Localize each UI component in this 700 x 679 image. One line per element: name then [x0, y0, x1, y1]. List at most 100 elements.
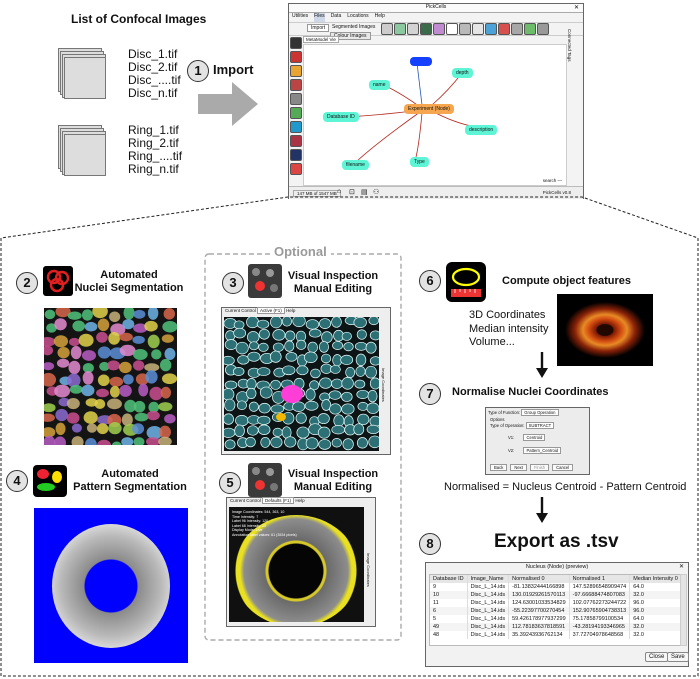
toolbar-icon[interactable]	[420, 23, 432, 35]
toolbar-icon[interactable]	[511, 23, 523, 35]
column-header[interactable]: Normalised 0	[508, 575, 570, 583]
tool-icon[interactable]	[290, 93, 302, 105]
table-cell: Disc_L_14.ids	[467, 607, 510, 615]
save-button[interactable]: Save	[667, 652, 689, 662]
toolbar-icon[interactable]	[446, 23, 458, 35]
menu-help[interactable]: Help	[374, 13, 385, 19]
normalisation-formula: Normalised = Nucleus Centroid - Pattern …	[444, 481, 687, 493]
toolbar-icon[interactable]	[472, 23, 484, 35]
pattern-view-5[interactable]: Image Coordinates: 544, 363, 10 Time Int…	[229, 507, 364, 622]
toolbar-icon[interactable]	[524, 23, 536, 35]
graph-node-top[interactable]	[410, 57, 432, 66]
home-icon[interactable]: ⌂	[337, 188, 342, 195]
cancel-button[interactable]: Cancel	[552, 464, 574, 471]
close-icon[interactable]: ✕	[573, 5, 579, 11]
menu-files[interactable]: Files	[314, 13, 325, 22]
close-icon[interactable]: ✕	[678, 564, 684, 570]
step-8-number: 8	[419, 533, 441, 555]
v1-select[interactable]: Centroid	[523, 434, 546, 441]
import-button[interactable]: Import	[307, 24, 330, 32]
tool-icon[interactable]	[290, 51, 302, 63]
finish-button[interactable]: Finish	[529, 464, 550, 471]
column-header[interactable]: Normalised 1	[569, 575, 631, 583]
step-6-number: 6	[419, 270, 441, 292]
step-5-title: Visual Inspection Manual Editing	[287, 468, 379, 493]
step-2-title: Automated Nuclei Segmentation	[74, 269, 184, 294]
tool-icon[interactable]	[290, 135, 302, 147]
table-cell: 152.90765904738313	[569, 607, 631, 615]
toolbar-icon[interactable]	[498, 23, 510, 35]
tool-icon[interactable]	[290, 79, 302, 91]
control-select[interactable]: Active (F1)	[257, 307, 285, 314]
graph-canvas[interactable]: Experiment (Node) name Database ID filen…	[303, 44, 567, 186]
editor-window-3: Current Control Active (F1) Help Image C…	[221, 307, 391, 455]
toolbar-icon[interactable]	[485, 23, 497, 35]
graph-node-database[interactable]: Database ID	[323, 112, 359, 122]
nuclei-view-3[interactable]	[224, 317, 379, 451]
toolbar-icon[interactable]	[394, 23, 406, 35]
toolbar-icon[interactable]	[537, 23, 549, 35]
tool-icon[interactable]	[290, 65, 302, 77]
function-type-select[interactable]: Group Operation	[521, 409, 559, 416]
control-select[interactable]: Defaults (F1)	[262, 497, 295, 504]
graph-node-depth[interactable]: depth	[452, 68, 473, 78]
segmented-images-button[interactable]: Segmented Images	[332, 24, 376, 30]
menu-locations[interactable]: Locations	[347, 13, 369, 19]
tool-icon[interactable]	[290, 37, 302, 49]
tool-icon[interactable]	[290, 107, 302, 119]
table-cell: -43.28194193346965	[569, 623, 631, 631]
graph-node-experiment[interactable]: Experiment (Node)	[404, 104, 454, 114]
operation-type-select[interactable]: SUBTRACT	[525, 422, 555, 429]
table-cell: -81.13832444166898	[508, 583, 570, 591]
tool-icon[interactable]	[290, 149, 302, 161]
column-header[interactable]: Image_Name	[467, 575, 510, 583]
ring-image-stack	[58, 125, 108, 176]
table-cell: 64.0	[629, 615, 680, 623]
step-4-title: Automated Pattern Segmentation	[73, 468, 187, 493]
print-icon[interactable]: ▤	[361, 189, 368, 196]
close-button[interactable]: Close	[645, 652, 669, 662]
search-label[interactable]: search —	[542, 178, 562, 183]
metamodel-tab[interactable]: MetaModel Vie	[303, 36, 339, 43]
cell-outlines	[224, 317, 379, 451]
lock-icon[interactable]: ⊡	[349, 189, 355, 196]
toolbar-icon[interactable]	[407, 23, 419, 35]
table-preview-window: Nucleus (Node) (preview) ✕ Database ID I…	[425, 562, 689, 667]
toolbar-icon[interactable]	[459, 23, 471, 35]
next-button[interactable]: Next	[510, 464, 527, 471]
tool-icon[interactable]	[290, 121, 302, 133]
step-4-number: 4	[6, 470, 28, 492]
help-button[interactable]: Help	[286, 308, 296, 313]
table-scrollbar[interactable]	[680, 574, 687, 646]
help-button[interactable]: Help	[295, 498, 305, 503]
data-table: Database ID Image_Name Normalised 0 Norm…	[430, 575, 680, 639]
toolbar-icon[interactable]	[433, 23, 445, 35]
people-icon[interactable]: ⚇	[373, 189, 380, 196]
step-8-title: Export as .tsv	[494, 531, 619, 552]
menu-data[interactable]: Data	[330, 13, 342, 19]
menu-utilities[interactable]: Utilities	[292, 13, 309, 19]
graph-node-name[interactable]: name	[369, 80, 390, 90]
back-button[interactable]: Back	[490, 464, 508, 471]
table-cell: 75.17858799100534	[569, 615, 631, 623]
tool-icon[interactable]	[290, 163, 302, 175]
normalise-dialog: Type of Function: Group Operation Option…	[485, 407, 590, 475]
column-header[interactable]: Database ID	[430, 575, 468, 583]
table-cell: 49	[430, 623, 468, 631]
feature-3d-image	[557, 294, 653, 366]
graph-node-filename[interactable]: filename	[342, 160, 369, 170]
v2-select[interactable]: Pattern_Centroid	[523, 447, 562, 454]
toolbar-icon[interactable]	[381, 23, 393, 35]
graph-node-description[interactable]: description	[465, 125, 498, 135]
column-header[interactable]: Median Intensity 0	[629, 575, 680, 583]
step-1-label: Import	[213, 62, 254, 77]
graph-node-type[interactable]: Type	[410, 157, 429, 167]
